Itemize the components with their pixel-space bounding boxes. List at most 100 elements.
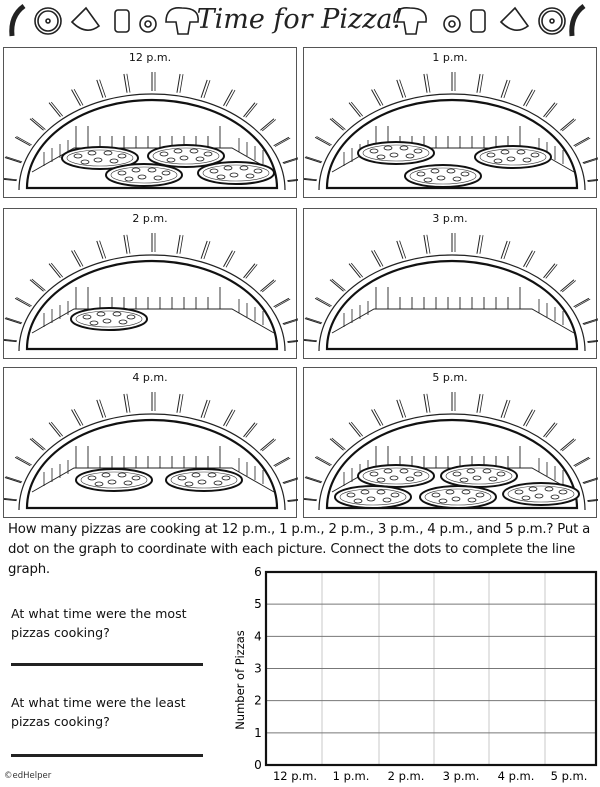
oven-ray: [4, 318, 22, 325]
oven-illustration: [304, 392, 598, 511]
pizza: [357, 464, 435, 488]
oven-dome-outer: [318, 254, 586, 352]
y-tick-label: 3: [254, 662, 262, 676]
oven-dome-outer: [18, 93, 286, 191]
oven-ray: [396, 399, 404, 418]
oven-illustration: [4, 233, 298, 352]
pepperoni: [184, 481, 194, 487]
pepperoni: [431, 492, 441, 498]
oven-ray: [96, 79, 104, 98]
pizza: [70, 307, 148, 331]
oven-ray: [273, 136, 290, 147]
oven-ray: [176, 393, 181, 413]
pepperoni: [436, 175, 446, 181]
oven-ray: [560, 438, 575, 451]
pepperoni: [488, 476, 498, 482]
pepperoni: [413, 471, 423, 477]
oven-illustration: [4, 72, 298, 191]
question-least: At what time were the least pizzas cooki…: [11, 695, 186, 729]
answer-line-most[interactable]: [11, 663, 203, 666]
oven-ray: [48, 422, 61, 438]
pizza-icon: [34, 7, 62, 35]
pepperoni: [166, 157, 176, 163]
oven-ray: [348, 263, 361, 279]
pepperoni: [209, 168, 219, 174]
oven-ray: [243, 422, 256, 438]
pepperoni: [80, 159, 90, 165]
pepperoni: [118, 319, 128, 325]
oven-ray: [582, 157, 598, 164]
oven-ray: [348, 422, 361, 438]
pepperoni: [213, 480, 223, 486]
oven-ray: [223, 89, 233, 107]
plot-area[interactable]: [264, 570, 598, 767]
pepperoni: [73, 153, 83, 159]
oven-ray: [314, 297, 331, 308]
oven-ray: [96, 240, 104, 259]
pepperoni: [530, 152, 540, 158]
oven-panel: 1 p.m.: [303, 47, 598, 198]
oven-ray: [273, 297, 290, 308]
pizza: [474, 145, 552, 169]
pepperoni: [493, 158, 503, 164]
pepperoni: [399, 145, 409, 151]
panel-time-label: 5 p.m.: [432, 371, 468, 384]
oven-dome-outer: [318, 93, 586, 191]
pepperoni: [161, 170, 171, 176]
pepperoni: [117, 153, 127, 159]
instructions: How many pizzas are cooking at 12 p.m., …: [8, 522, 591, 577]
pepperoni: [383, 145, 393, 151]
oven-ray: [200, 79, 208, 98]
oven-ray: [371, 89, 381, 107]
x-tick-label: 12 p.m.: [273, 769, 317, 783]
pepperoni: [360, 489, 370, 495]
pepperoni: [159, 151, 169, 157]
pepperoni: [216, 174, 226, 180]
pepperoni: [102, 318, 112, 324]
pepperoni: [461, 489, 471, 495]
oven-ray: [523, 250, 533, 268]
pepperoni: [189, 148, 199, 154]
oven-ray: [348, 102, 361, 118]
y-tick-label: 2: [254, 694, 262, 708]
pepperoni: [207, 472, 217, 478]
tomato-chunk-icon: [470, 9, 486, 33]
y-axis-label: Number of Pizzas: [233, 630, 247, 730]
oven-ray: [243, 102, 256, 118]
olive-icon: [139, 15, 157, 33]
oven-ray: [273, 456, 290, 467]
pepperoni: [137, 174, 147, 180]
oven-panel: 3 p.m.: [303, 208, 598, 359]
pepperoni: [124, 176, 134, 182]
oven-ray: [287, 179, 298, 182]
pizza: [419, 485, 497, 509]
cheese-icon: [70, 6, 101, 31]
cheese-icon: [499, 6, 530, 31]
pepperoni: [416, 171, 426, 177]
mushroom-icon: [393, 6, 427, 35]
pepperoni: [514, 489, 524, 495]
oven-ray: [587, 179, 598, 182]
pepperoni: [153, 175, 163, 181]
oven-ray: [560, 118, 575, 131]
pepperoni: [475, 492, 485, 498]
pizza: [105, 163, 183, 187]
pepperoni: [445, 489, 455, 495]
pepperoni: [376, 477, 386, 483]
x-tick-label: 3 p.m.: [443, 769, 480, 783]
pepperoni: [376, 489, 386, 495]
oven-ray: [587, 499, 598, 502]
pepperoni: [460, 171, 470, 177]
olive-icon: [443, 15, 461, 33]
pepperoni: [506, 156, 516, 162]
oven-ray: [543, 422, 556, 438]
answer-line-least[interactable]: [11, 754, 203, 757]
oven-panel: 12 p.m.: [3, 47, 298, 198]
oven-dome-outer: [18, 254, 286, 352]
pepperoni: [112, 311, 122, 317]
oven-ray: [260, 279, 275, 292]
oven-ray: [304, 157, 322, 164]
oven-ray: [282, 157, 298, 164]
pizza: [165, 468, 243, 492]
oven-ray: [287, 340, 298, 343]
